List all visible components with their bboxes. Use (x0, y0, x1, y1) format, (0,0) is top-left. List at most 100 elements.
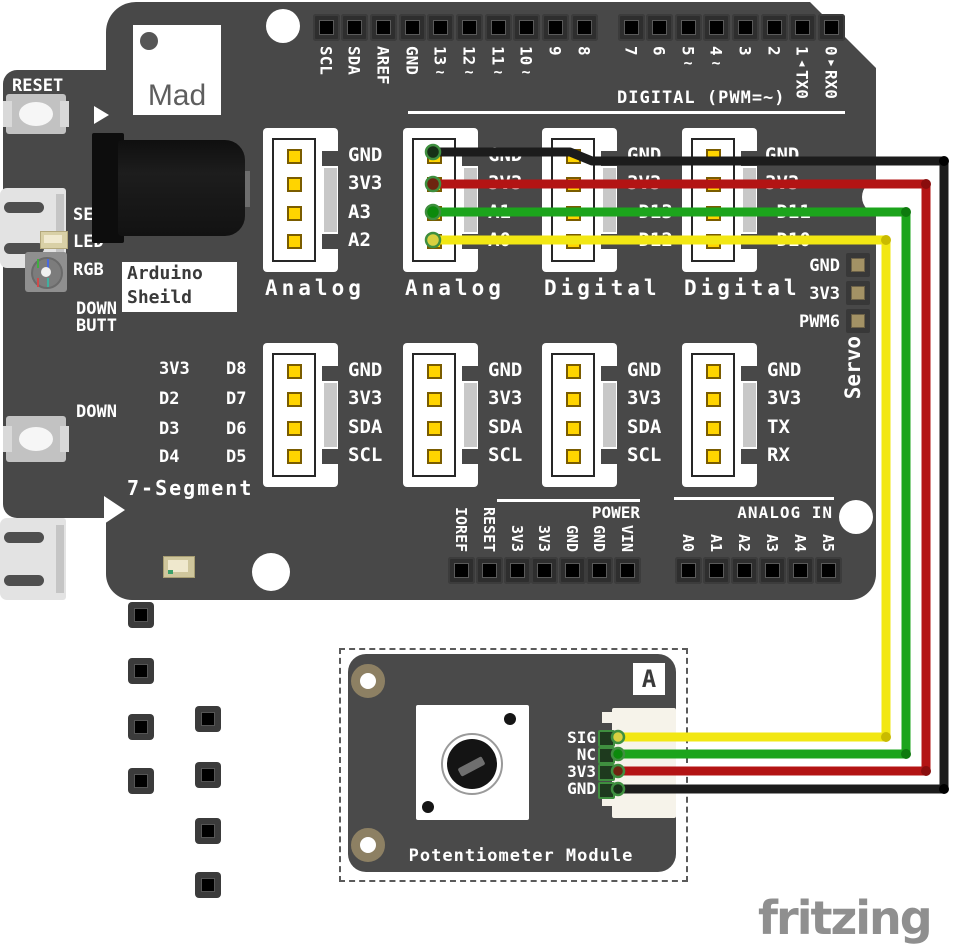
connector-notch (322, 234, 338, 249)
connector-pin (706, 149, 721, 164)
mad-logo: Mad (133, 25, 221, 115)
pin-label: A3 (763, 533, 781, 552)
pin-label: 13 (430, 46, 450, 66)
mount-hole-top-left (266, 9, 300, 43)
module-mount-hole-bottom (351, 828, 385, 862)
pin-label: GND (767, 359, 802, 381)
download-button (3, 416, 69, 462)
rgb-teal-lead (47, 278, 49, 287)
module-pin-3v3 (598, 764, 615, 781)
header-pin-10: 10~ (512, 14, 540, 80)
pin-hole (530, 557, 558, 584)
connector-digital-2-labels: GND 3V3 ~D11 ~D10 (765, 145, 835, 260)
connector-pin (287, 206, 302, 221)
smd-led-mark (168, 570, 173, 574)
usb-pin (4, 575, 44, 586)
pin-label: A4 (791, 533, 809, 552)
pin-hole (814, 557, 842, 584)
connector-digital-1 (542, 128, 617, 272)
connector-notch (601, 449, 617, 464)
header-pin-13: 13~ (426, 14, 454, 80)
pwm-tilde: ~ (711, 53, 721, 72)
connector-pin (706, 364, 721, 379)
analogin-pin-a5: A5 (814, 488, 842, 584)
7seg-label: D5 (226, 447, 247, 467)
pin-hole (369, 14, 397, 41)
serial-label: SE (73, 205, 94, 225)
pin-hole (503, 557, 531, 584)
pin-label: GND (402, 46, 422, 75)
rgb-led-component (25, 252, 67, 292)
mount-hole-bottom-left (252, 553, 290, 591)
pin-hole (340, 14, 368, 41)
rgb-center (41, 267, 51, 277)
pin-label: VIN (618, 524, 636, 552)
pin-hole (702, 14, 730, 41)
header-pin-0-rx: 0▼RX0 (817, 14, 845, 99)
connector-pin (427, 421, 442, 436)
power-jack (92, 133, 250, 243)
7seg-pin (128, 658, 154, 684)
servo-pad-gnd (846, 253, 870, 277)
connector-pin (706, 206, 721, 221)
jack-body (118, 140, 245, 236)
connector-latch (464, 168, 477, 232)
servo-section-label: Servo (841, 336, 865, 400)
reset-button (3, 94, 69, 134)
pin-hole (758, 557, 786, 584)
connector-notch (322, 366, 338, 381)
led-component (40, 231, 68, 249)
7seg-section-label: 7-Segment (127, 476, 254, 500)
7seg-pin (128, 714, 154, 740)
module-badge: A (633, 663, 665, 695)
connector-notch (741, 151, 757, 166)
pin-label: SCL (316, 46, 336, 75)
connector-analog-2 (403, 128, 478, 272)
pin-label: 9 (545, 46, 565, 56)
pin-label: SCL (348, 444, 383, 467)
connector-pin (566, 177, 581, 192)
servo-pad-pwm6 (846, 309, 870, 333)
module-pin-gnd (598, 782, 615, 799)
pin-label: 4 (706, 46, 726, 56)
pin-hole (674, 14, 702, 41)
pin-label: 3 (735, 46, 755, 56)
connector-pin (566, 364, 581, 379)
logo-dot-icon (140, 32, 158, 50)
pin-hole (426, 14, 454, 41)
board-title-box: Arduino Sheild (122, 262, 237, 312)
connector-latch (743, 168, 756, 232)
button-cap (19, 102, 53, 126)
connector-i2c-2 (403, 343, 478, 487)
analogin-pin-a1: A1 (702, 488, 730, 584)
digital-caption: DIGITAL (PWM=~) (617, 88, 786, 108)
board-title-line2: Sheild (127, 287, 193, 308)
connector-pin (566, 392, 581, 407)
connector-notch (462, 449, 478, 464)
connector-pin (427, 364, 442, 379)
section-analog-2: Analog (405, 276, 505, 300)
pin-label: RX (767, 444, 790, 467)
7seg-label: D4 (159, 447, 180, 467)
connector-pin (706, 234, 721, 249)
pwm-tilde: ~ (683, 53, 693, 72)
analogin-pin-a0: A0 (674, 488, 702, 584)
pin-label: 1 (792, 46, 812, 56)
7seg-pin (128, 768, 154, 794)
power-pin-ioref: IOREF (447, 488, 475, 584)
connector-pin (427, 449, 442, 464)
module-gnd-label: GND (567, 779, 596, 798)
connector-pin (706, 421, 721, 436)
rx-arrow-icon: ▼ (827, 57, 835, 69)
usb-pin (4, 202, 44, 213)
connector-uart (682, 343, 757, 487)
pin-label: ~D11 (765, 200, 811, 223)
pin-hole (398, 14, 426, 41)
7seg-label: 3V3 (159, 359, 190, 379)
section-analog-1: Analog (265, 276, 365, 300)
pin-hole (786, 557, 814, 584)
board-edge-notch (104, 496, 125, 524)
connector-latch (324, 383, 337, 447)
connector-pin (427, 149, 442, 164)
pin-label: 3V3 (348, 172, 383, 195)
